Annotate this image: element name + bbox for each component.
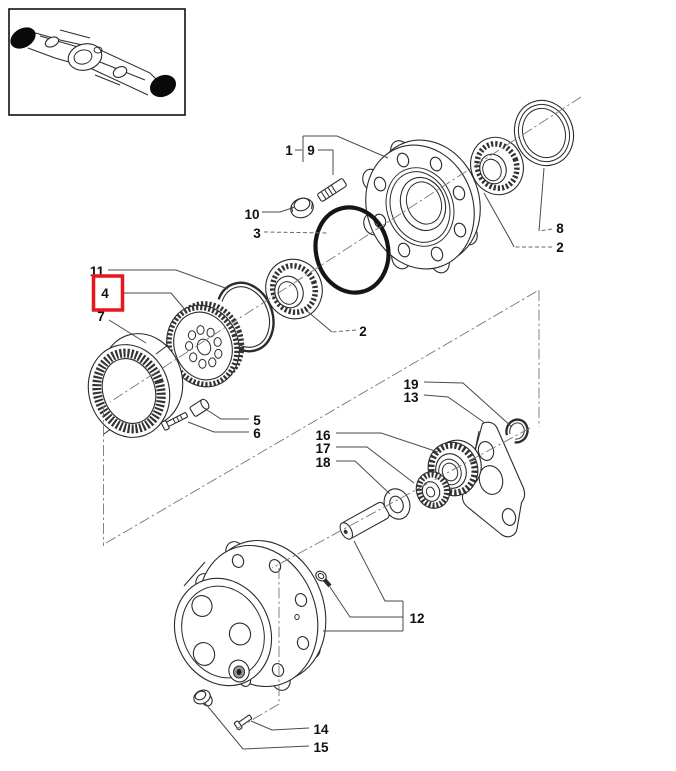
sun-gear-holes: [185, 325, 223, 369]
part-bolt-6: [161, 412, 189, 431]
part-nut-10: [290, 197, 314, 219]
part-dowel-5: [189, 398, 210, 417]
axle-left-hub: [10, 27, 36, 49]
part-screw-14: [233, 714, 253, 731]
part-hub-carrier-12: [173, 539, 327, 691]
callout-4-highlighted[interactable]: 4: [101, 286, 109, 301]
part-hub-flange: [362, 139, 481, 274]
callout-14[interactable]: 14: [313, 722, 329, 737]
callout-2-inner[interactable]: 2: [359, 324, 367, 339]
callout-9[interactable]: 9: [307, 143, 315, 158]
axle-overview-drawing: [10, 27, 177, 98]
callout-7[interactable]: 7: [97, 309, 105, 324]
axle-right-hub: [149, 74, 177, 98]
part-inner-bearing-2: [265, 258, 323, 320]
overview-thumbnail[interactable]: [7, 8, 186, 116]
part-seal-ring-8: [513, 99, 575, 167]
callout-18[interactable]: 18: [315, 455, 331, 470]
part-o-ring-3: [313, 205, 391, 295]
leader-lines: [108, 135, 553, 750]
callout-12[interactable]: 12: [409, 611, 424, 626]
callout-13[interactable]: 13: [403, 390, 419, 405]
callout-10[interactable]: 10: [244, 207, 259, 222]
part-pinion-17: [415, 471, 451, 509]
callout-15[interactable]: 15: [313, 740, 329, 755]
callout-17[interactable]: 17: [315, 441, 330, 456]
part-sun-gear-4: [166, 301, 245, 388]
axis-line-bottom-screw: [232, 703, 280, 732]
axis-lines: [103, 96, 582, 732]
callout-labels: 1 9 10 3 8 2 4 2 5 6 19 13 16 17 18 12 1…: [101, 143, 564, 755]
part-carrier-plate-13: [461, 421, 526, 538]
callout-6[interactable]: 6: [253, 426, 261, 441]
callout-3[interactable]: 3: [253, 226, 261, 241]
part-retaining-ring-19: [505, 418, 529, 444]
callout-1[interactable]: 1: [285, 143, 293, 158]
part-ring-gear-7: [87, 333, 184, 438]
highlight-box: [91, 274, 125, 312]
fold-line: [105, 289, 540, 544]
part-outer-bearing-2: [470, 136, 524, 196]
callout-8[interactable]: 8: [556, 221, 564, 236]
callout-16[interactable]: 16: [315, 428, 331, 443]
part-thrust-washer-18: [383, 488, 411, 520]
part-plug-15: [193, 689, 213, 707]
axis-line-upper: [109, 96, 582, 403]
part-planet-pin-12: [339, 501, 390, 540]
callout-5[interactable]: 5: [253, 413, 261, 428]
part-screw-upper-12: [315, 570, 332, 588]
callout-2-outer[interactable]: 2: [556, 240, 564, 255]
axis-line-lower: [271, 427, 531, 569]
carrier-bolt-holes: [231, 554, 310, 687]
part-stud-9: [317, 178, 347, 202]
callout-19[interactable]: 19: [403, 377, 418, 392]
hub-bolt-holes: [373, 152, 467, 262]
